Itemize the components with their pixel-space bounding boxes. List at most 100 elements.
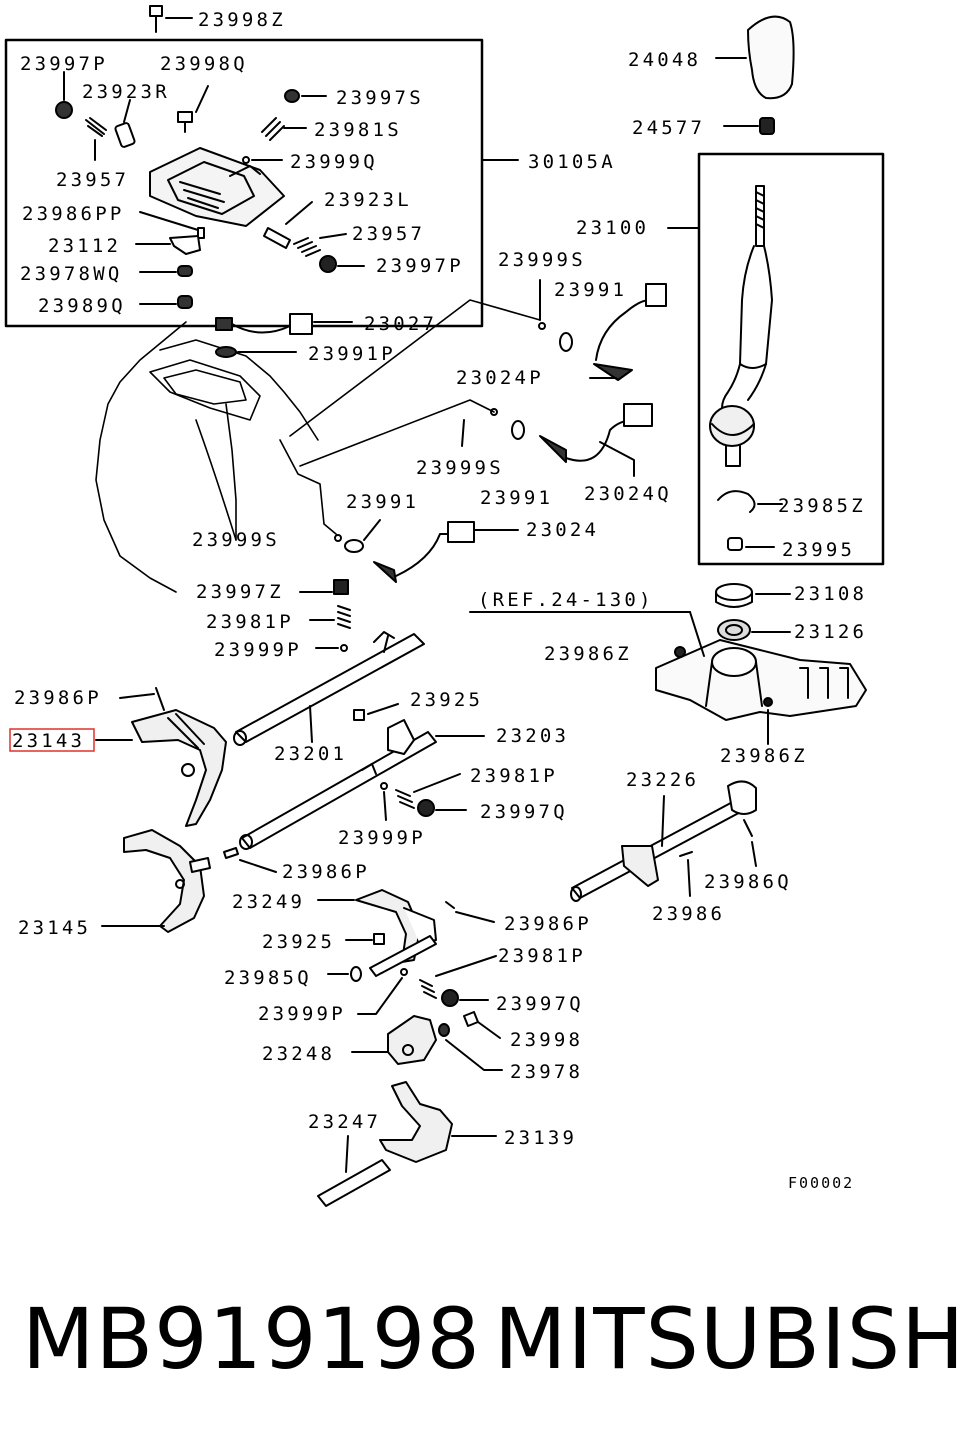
parts-diagram: 23998Z 23997P 23998Q 23923R 23997S 23981… [4, 5, 885, 1207]
callout-label: 23986PP [22, 203, 124, 225]
callout-label: 23999P [258, 1003, 346, 1025]
callout-label: 23986P [14, 687, 102, 709]
callout-label: 30105A [528, 151, 616, 173]
figure-code: F00002 [788, 1174, 854, 1192]
callout-label: 23981P [206, 611, 294, 633]
callout-label: 23139 [504, 1127, 577, 1149]
shift-lever-23100 [709, 185, 773, 467]
callout-label: 23986 [652, 903, 725, 925]
ball-23999q [242, 156, 283, 164]
nut-23997p [55, 71, 73, 119]
callout-label: 23957 [352, 223, 425, 245]
shift-rod-23247 [317, 1135, 391, 1207]
shift-cover [149, 147, 285, 227]
footer: MB919198 MITSUBISHI [0, 1290, 960, 1430]
callout-label: 23201 [274, 743, 347, 765]
callout-label: 23248 [262, 1043, 335, 1065]
spring-23981s [261, 117, 307, 141]
nut-23997s [284, 89, 327, 103]
callout-label: 23985Z [778, 495, 866, 517]
snap-ring-23985z [717, 490, 756, 513]
callout-label: 23145 [18, 917, 91, 939]
shift-fork-23143 [95, 687, 227, 827]
callout-label: 23986Z [720, 745, 808, 767]
callout-label: 23998 [510, 1029, 583, 1051]
callout-label: 23991 [346, 491, 419, 513]
callout-label: 23997P [376, 255, 464, 277]
callout-label: 23024P [456, 367, 544, 389]
callout-label: 23999P [338, 827, 426, 849]
callout-labels: 23998Z 23997P 23998Q 23923R 23997S 23981… [12, 9, 867, 1192]
spring-23126 [717, 619, 791, 641]
shift-rod-23201 [233, 631, 425, 746]
switch-23027 [215, 313, 353, 335]
shift-fork-23139 [379, 1081, 497, 1163]
highlight-box-23143 [9, 728, 95, 752]
shift-fork-23145 [101, 829, 211, 933]
callout-label: 23999Q [290, 151, 378, 173]
callout-label: 23226 [626, 769, 699, 791]
callout-label: 23991 [480, 487, 553, 509]
callout-label: 23998Z [198, 9, 286, 31]
callout-label: 23986P [282, 861, 370, 883]
callout-label: 23997S [336, 87, 424, 109]
callout-label: 24577 [632, 117, 705, 139]
lever-housing [655, 639, 867, 745]
callout-label: 23981S [314, 119, 402, 141]
callout-label: 23978 [510, 1061, 583, 1083]
callout-label-highlighted: 23143 [12, 730, 85, 752]
callout-label: 23997Q [480, 801, 568, 823]
callout-label: 23925 [262, 931, 335, 953]
callout-label: 23957 [56, 169, 129, 191]
callout-label: 23986P [504, 913, 592, 935]
callout-label: 23998Q [160, 53, 248, 75]
callout-label: 23981P [470, 765, 558, 787]
transmission-case [95, 321, 319, 593]
callout-label: 23986Z [544, 643, 632, 665]
callout-label: 23024Q [584, 483, 672, 505]
callout-label: 23985Q [224, 967, 312, 989]
shift-fork-23249 [317, 889, 495, 977]
callout-label: 23923L [324, 189, 412, 211]
shift-knob-24048 [715, 15, 795, 100]
spring-23957 [85, 117, 107, 161]
bracket-23248 [351, 1015, 437, 1065]
callout-label: 23999S [192, 529, 280, 551]
callout-label: 24048 [628, 49, 701, 71]
bracket-23112 [135, 235, 201, 255]
brand-name: MITSUBISHI [494, 1290, 960, 1388]
assembly-box-23100 [697, 152, 885, 566]
shift-rod-23203 [239, 719, 485, 850]
callout-label: 23978WQ [20, 263, 122, 285]
callout-label: 23925 [410, 689, 483, 711]
callout-label: 23989Q [38, 295, 126, 317]
reference-label: (REF.24-130) [478, 589, 654, 611]
callout-label: 23997Z [196, 581, 284, 603]
callout-label: 23991P [308, 343, 396, 365]
callout-label: 23999P [214, 639, 302, 661]
callout-label: 23249 [232, 891, 305, 913]
callout-label: 23995 [782, 539, 855, 561]
callout-label: 23986Q [704, 871, 792, 893]
callout-label: 23997Q [496, 993, 584, 1015]
callout-label: 23997P [20, 53, 108, 75]
callout-label: 23999S [498, 249, 586, 271]
callout-label: 23112 [48, 235, 121, 257]
callout-label: 23923R [82, 81, 170, 103]
callout-label: 23981P [498, 945, 586, 967]
callout-label: 23126 [794, 621, 867, 643]
callout-label: 23999S [416, 457, 504, 479]
callout-label: 23203 [496, 725, 569, 747]
part-number: MB919198 [22, 1290, 481, 1388]
callout-label: 23100 [576, 217, 649, 239]
bolt-23998z [149, 5, 193, 33]
bushing-23108 [715, 583, 791, 608]
callout-label: 23247 [308, 1111, 381, 1133]
callout-label: 23024 [526, 519, 599, 541]
callout-label: 23108 [794, 583, 867, 605]
assembly-box-30105a [4, 38, 484, 328]
bolt-23998q [177, 85, 209, 133]
shift-rod-23226 [570, 780, 757, 902]
pin-23923r [114, 99, 136, 148]
callout-label: 23027 [364, 313, 437, 335]
